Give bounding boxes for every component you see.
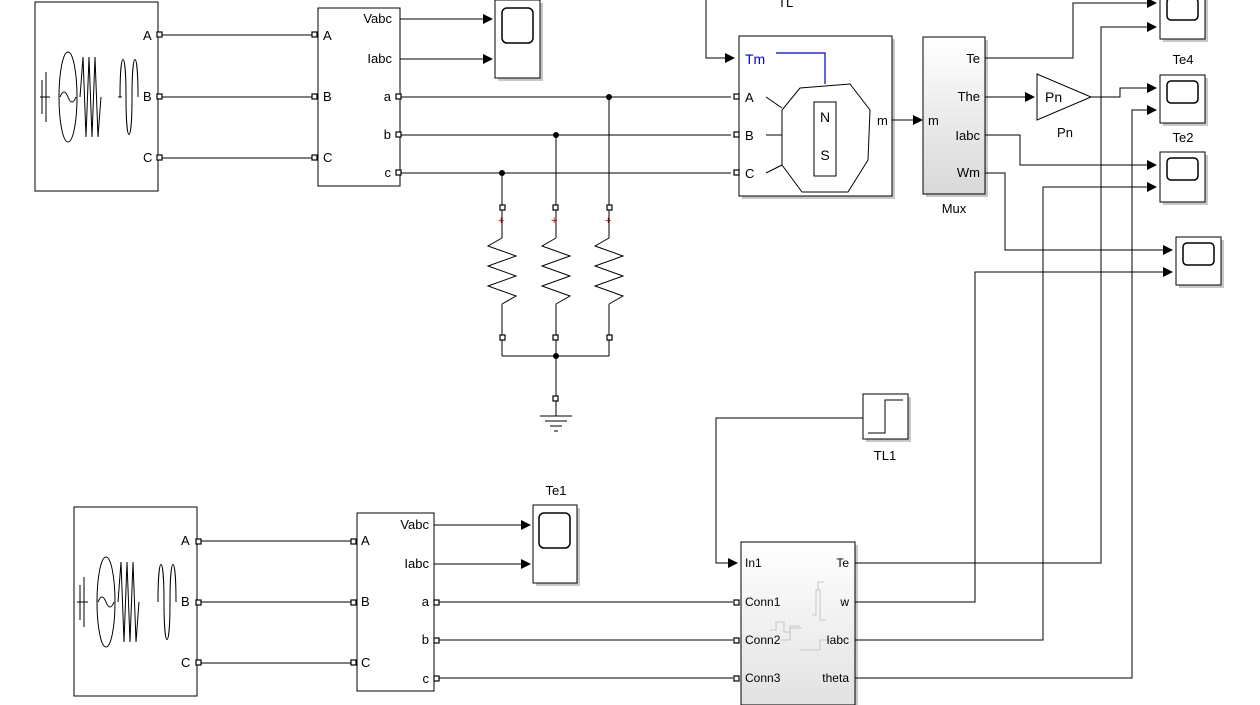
mux-out-iabc: Iabc: [955, 128, 980, 143]
sub-out-te: Te: [836, 556, 849, 570]
meas-bot-in-a: A: [361, 533, 370, 548]
pmsm-subsystem-block[interactable]: In1 Conn1 Conn2 Conn3 Te w Iabc theta: [733, 541, 858, 705]
meas-bot-out-vabc: Vabc: [400, 517, 429, 532]
mux-in-m: m: [928, 113, 939, 128]
pmsm-motor-block[interactable]: Tm A B C N S m: [733, 35, 895, 199]
meas-top-out-c: c: [385, 165, 392, 180]
step-label: TL1: [874, 448, 896, 463]
resistor-c: +: [593, 204, 625, 341]
motor-out-m: m: [877, 113, 888, 128]
sub-out-iabc: Iabc: [826, 633, 849, 647]
scope-te1-label: Te1: [546, 483, 567, 498]
meas-bot-out-a: a: [422, 594, 430, 609]
scope-te2[interactable]: [1159, 151, 1208, 205]
svg-text:+: +: [605, 215, 611, 227]
scope-te4[interactable]: [1159, 74, 1208, 126]
src-bot-label-b: B: [181, 594, 190, 609]
meas-top-out-vabc: Vabc: [363, 11, 392, 26]
meas-top-in-a: A: [323, 28, 332, 43]
scope-te2-label: Te2: [1173, 130, 1194, 145]
mux-label: Mux: [942, 201, 967, 216]
meas-bot-in-b: B: [361, 594, 370, 609]
src-bot-label-a: A: [181, 533, 190, 548]
meas-bot-out-c: c: [423, 671, 430, 686]
mux-out-wm: Wm: [957, 165, 980, 180]
sub-in-conn3: Conn3: [745, 671, 781, 685]
three-phase-source-bottom[interactable]: A B C: [73, 506, 202, 697]
motor-tl-label: TL: [778, 0, 793, 10]
vi-measurement-bottom[interactable]: A B C Vabc Iabc a b c: [350, 512, 440, 692]
waveform-icon: [40, 51, 139, 143]
mux-out-te: Te: [966, 51, 980, 66]
motor-in-b: B: [745, 128, 754, 143]
sub-in-in1: In1: [745, 556, 762, 570]
rotor-s-label: S: [820, 147, 829, 163]
resistor-b: +: [540, 204, 572, 341]
src-top-label-c: C: [143, 150, 152, 165]
mux-out-the: The: [958, 89, 980, 104]
sub-in-conn1: Conn1: [745, 595, 781, 609]
scope-right-wm[interactable]: [1175, 236, 1224, 288]
waveform-icon: [77, 556, 177, 648]
step-block-tl1[interactable]: TL1: [862, 393, 911, 463]
meas-top-out-b: b: [384, 127, 391, 142]
src-top-label-b: B: [143, 89, 152, 104]
vi-measurement-top[interactable]: A B C Vabc Iabc a b c: [311, 7, 402, 187]
sub-out-theta: theta: [822, 671, 849, 685]
gain-label: Pn: [1057, 125, 1073, 140]
bus-selector-block[interactable]: m Te The Iabc Wm Mux: [922, 36, 988, 216]
three-phase-source-top[interactable]: A B C: [34, 1, 163, 192]
meas-top-in-b: B: [323, 89, 332, 104]
src-bot-label-c: C: [181, 655, 190, 670]
rotor-n-label: N: [820, 109, 830, 125]
meas-bot-out-b: b: [422, 632, 429, 647]
resistor-a: +: [486, 204, 518, 341]
scope-te-top[interactable]: [1159, 0, 1208, 42]
gain-text: Pn: [1045, 89, 1062, 105]
meas-bot-in-c: C: [361, 655, 370, 670]
meas-top-in-c: C: [323, 150, 332, 165]
scope-te1[interactable]: [532, 504, 580, 586]
motor-in-c: C: [745, 166, 754, 181]
sub-out-w: w: [839, 595, 849, 609]
meas-top-out-iabc: Iabc: [367, 51, 392, 66]
gain-block-pn[interactable]: Pn Pn: [1036, 73, 1093, 140]
svg-text:+: +: [551, 215, 557, 227]
sub-in-conn2: Conn2: [745, 633, 781, 647]
scope-top-vi[interactable]: [494, 0, 543, 81]
motor-tm-port: Tm: [745, 51, 765, 67]
subsystem-preview-icon: [770, 581, 830, 651]
ground-icon: [540, 395, 572, 432]
meas-top-out-a: a: [384, 89, 392, 104]
motor-in-a: A: [745, 90, 754, 105]
resistor-bank[interactable]: + + +: [486, 204, 625, 341]
src-top-label-a: A: [143, 28, 152, 43]
svg-text:+: +: [498, 215, 504, 227]
meas-bot-out-iabc: Iabc: [404, 556, 429, 571]
scope-te4-label: Te4: [1173, 52, 1194, 67]
